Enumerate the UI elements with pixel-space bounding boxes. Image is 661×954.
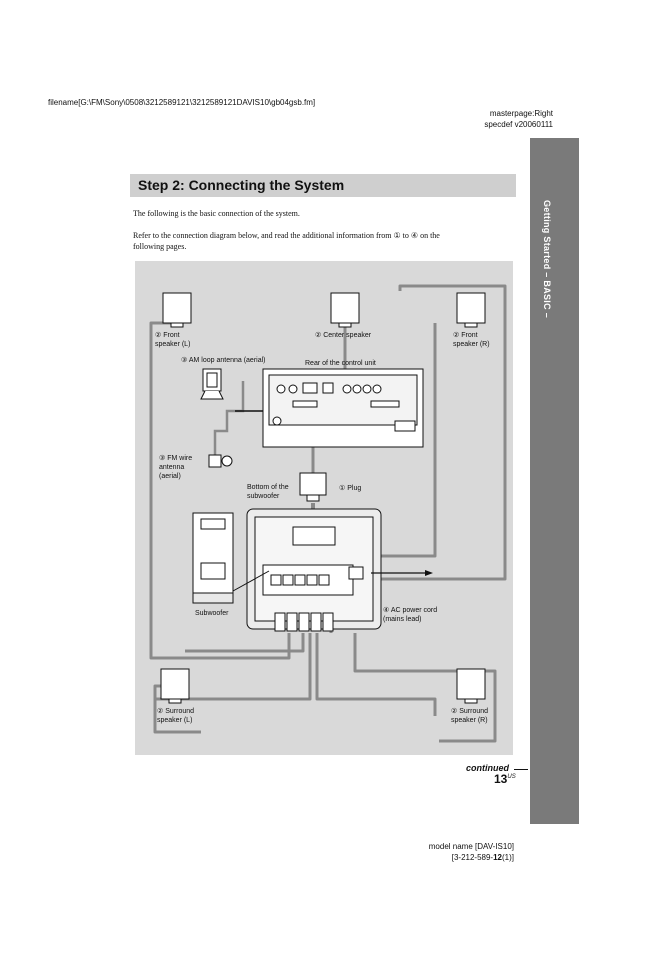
- surround-right-label-2: speaker (R): [451, 717, 488, 724]
- side-tab: [530, 138, 579, 824]
- filename-header: filename[G:\FM\Sony\0508\3212589121\3212…: [48, 98, 316, 107]
- fm-antenna-icon: [208, 454, 233, 468]
- specdef-header: specdef v20060111: [484, 120, 553, 129]
- subwoofer-bottom-icon: [246, 508, 382, 630]
- front-right-speaker-icon: [456, 292, 486, 328]
- fm-antenna-label-1: ③ FM wire: [159, 455, 193, 462]
- control-unit-rear-icon: [262, 368, 424, 448]
- front-left-speaker-icon: [162, 292, 192, 328]
- fm-antenna-label-2: antenna: [159, 464, 185, 471]
- refer-text-line1: Refer to the connection diagram below, a…: [133, 231, 440, 240]
- surround-left-speaker-icon: [160, 668, 190, 704]
- front-left-label-1: ② Front: [155, 332, 180, 339]
- center-label: ② Center speaker: [315, 332, 372, 339]
- front-right-label-2: speaker (R): [453, 341, 490, 348]
- section-title-bar: Step 2: Connecting the System: [130, 174, 516, 197]
- page-number: 13US: [494, 772, 516, 786]
- section-title: Step 2: Connecting the System: [138, 177, 345, 193]
- surround-left-label-2: speaker (L): [157, 717, 193, 724]
- intro-text: The following is the basic connection of…: [133, 209, 300, 218]
- front-right-label-1: ② Front: [453, 332, 478, 339]
- bottom-sub-label-1: Bottom of the: [247, 484, 289, 491]
- side-tab-label: Getting Started – BASIC –: [542, 200, 552, 319]
- ac-cord-label-2: (mains lead): [383, 616, 422, 623]
- bottom-sub-label-2: subwoofer: [247, 493, 280, 500]
- surround-right-label-1: ② Surround: [451, 708, 489, 715]
- part-number: [3-212-589-12(1)]: [451, 853, 514, 862]
- masterpage-header: masterpage:Right: [489, 109, 553, 118]
- rear-control-label: Rear of the control unit: [305, 360, 376, 367]
- am-antenna-icon: [200, 368, 224, 400]
- continued-rule: [514, 769, 528, 770]
- refer-text-line2: following pages.: [133, 242, 187, 251]
- plug-label: ① Plug: [339, 485, 362, 492]
- center-speaker-icon: [330, 292, 360, 328]
- subwoofer-label: Subwoofer: [195, 610, 229, 617]
- subwoofer-icon: [192, 512, 234, 604]
- surround-right-speaker-icon: [456, 668, 486, 704]
- surround-left-label-1: ② Surround: [157, 708, 195, 715]
- front-left-label-2: speaker (L): [155, 341, 191, 348]
- connection-diagram: ② Front speaker (L) ② Center speaker ② F…: [135, 261, 513, 755]
- speaker-connectors-icon: [274, 612, 334, 632]
- am-antenna-label: ③ AM loop antenna (aerial): [181, 357, 266, 364]
- fm-antenna-label-3: (aerial): [159, 473, 181, 480]
- ac-cord-label-1: ④ AC power cord: [383, 607, 438, 614]
- connection-diagram-drawing: [149, 284, 507, 743]
- plug-icon: [299, 472, 327, 502]
- continued-label: continued: [466, 763, 509, 773]
- model-name: model name [DAV-IS10]: [428, 842, 514, 851]
